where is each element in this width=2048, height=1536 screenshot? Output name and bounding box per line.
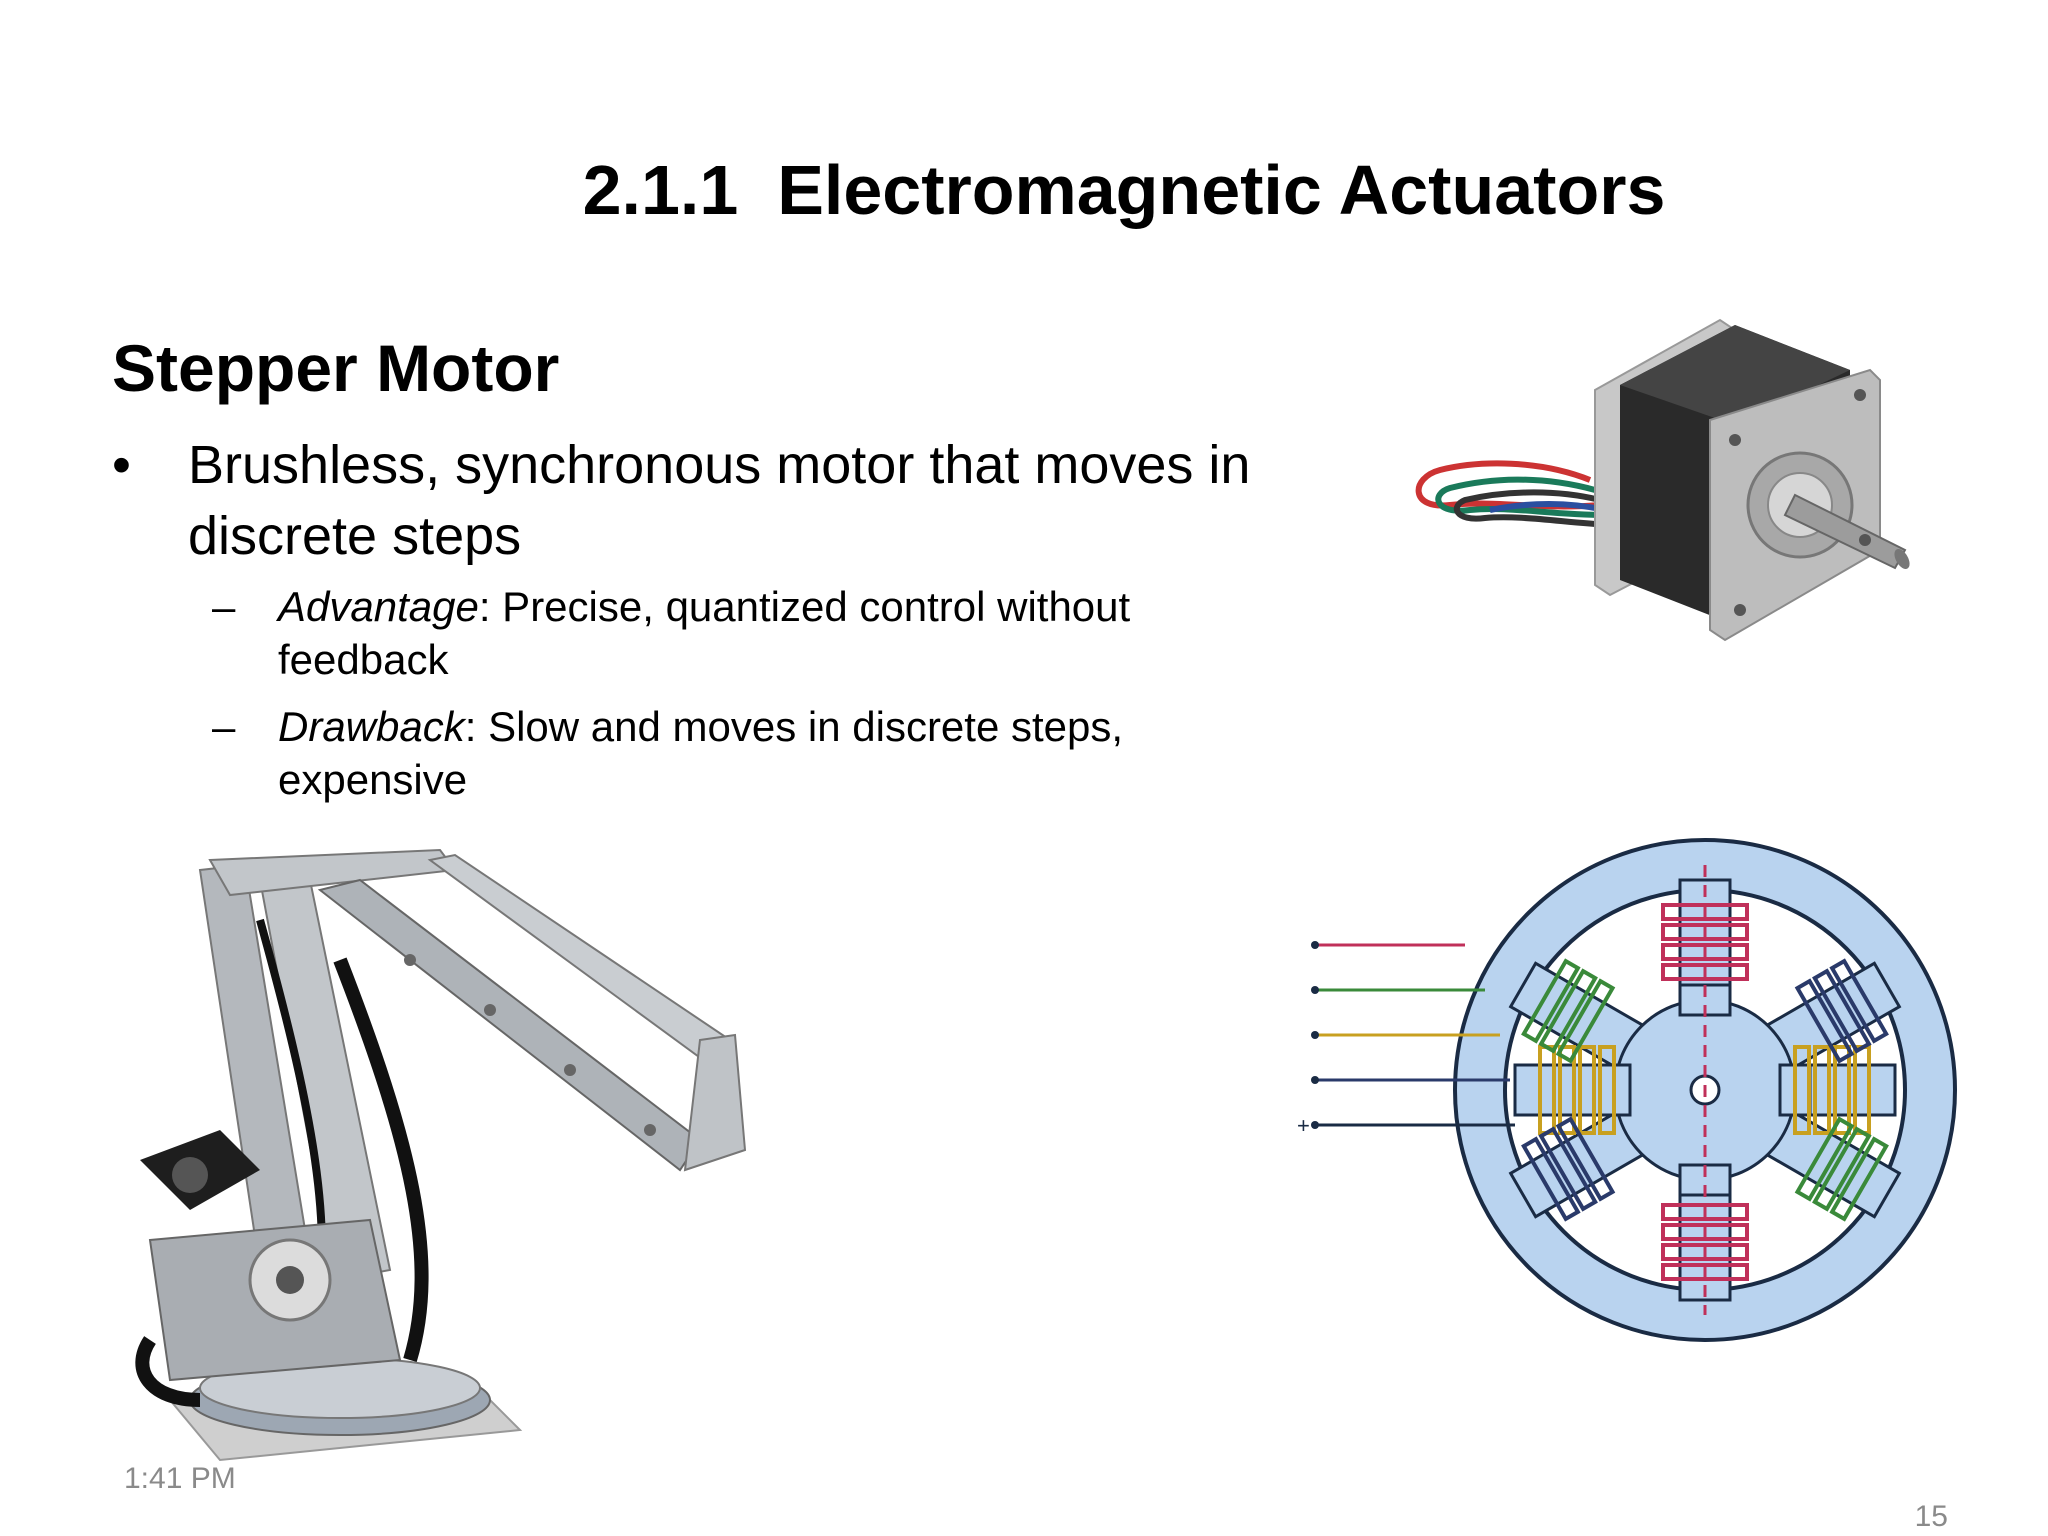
- bullet-text: Brushless, synchronous motor that moves …: [188, 435, 1251, 566]
- bullet-marker: •: [112, 435, 131, 495]
- sub-point-term: Drawback: [278, 703, 465, 750]
- footer-time: 1:41 PM: [124, 1462, 236, 1495]
- section-heading: Stepper Motor: [112, 331, 560, 405]
- plus-terminal-label: +: [1297, 1113, 1310, 1138]
- sub-point-marker: –: [212, 583, 236, 630]
- stepper-motor-diagram: +: [1285, 825, 1985, 1355]
- bullet-point: • Brushless, synchronous motor that move…: [112, 430, 1342, 572]
- sub-point-term: Advantage: [278, 583, 479, 630]
- page-number: 15: [1914, 1500, 1948, 1533]
- sub-point-text: : Precise, quantized control without fee…: [278, 583, 1131, 683]
- slide-title: 2.1.1 Electromagnetic Actuators: [582, 151, 1666, 229]
- sub-point-text: : Slow and moves in discrete steps, expe…: [278, 703, 1124, 803]
- sub-point-drawback: – Drawback: Slow and moves in discrete s…: [212, 700, 1262, 806]
- sub-point-marker: –: [212, 703, 236, 750]
- robot-arm-image: [135, 848, 747, 1462]
- sub-point-advantage: – Advantage: Precise, quantized control …: [212, 580, 1262, 686]
- stepper-motor-image: [1415, 318, 1910, 642]
